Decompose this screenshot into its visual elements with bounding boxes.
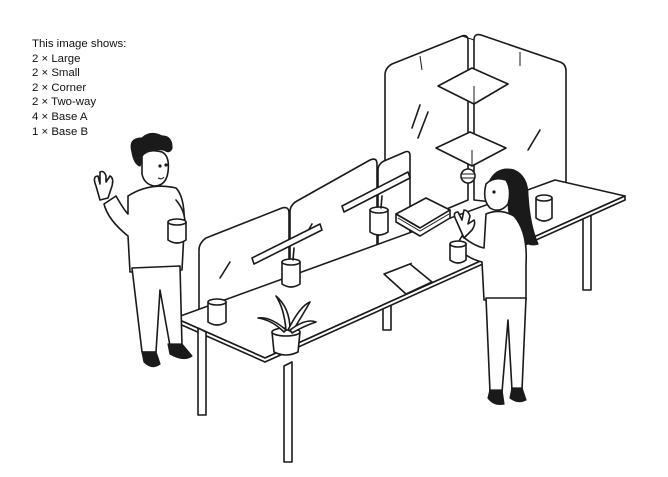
caption-heading: This image shows: xyxy=(32,38,127,50)
caption-item: 2 × Small xyxy=(32,67,80,80)
caption-item: 2 × Large xyxy=(32,52,81,65)
man-figure xyxy=(93,132,193,368)
caption-list: This image shows: 2 × Large 2 × Small 2 … xyxy=(32,37,126,139)
caption-item: 2 × Corner xyxy=(32,81,87,94)
caption-item: 4 × Base A xyxy=(32,110,88,123)
caption-item: 2 × Two-way xyxy=(32,96,97,109)
desk-items xyxy=(207,168,553,356)
woman-figure xyxy=(449,168,539,405)
caption-item: 1 × Base B xyxy=(32,125,89,138)
table-legs-front xyxy=(197,327,293,463)
